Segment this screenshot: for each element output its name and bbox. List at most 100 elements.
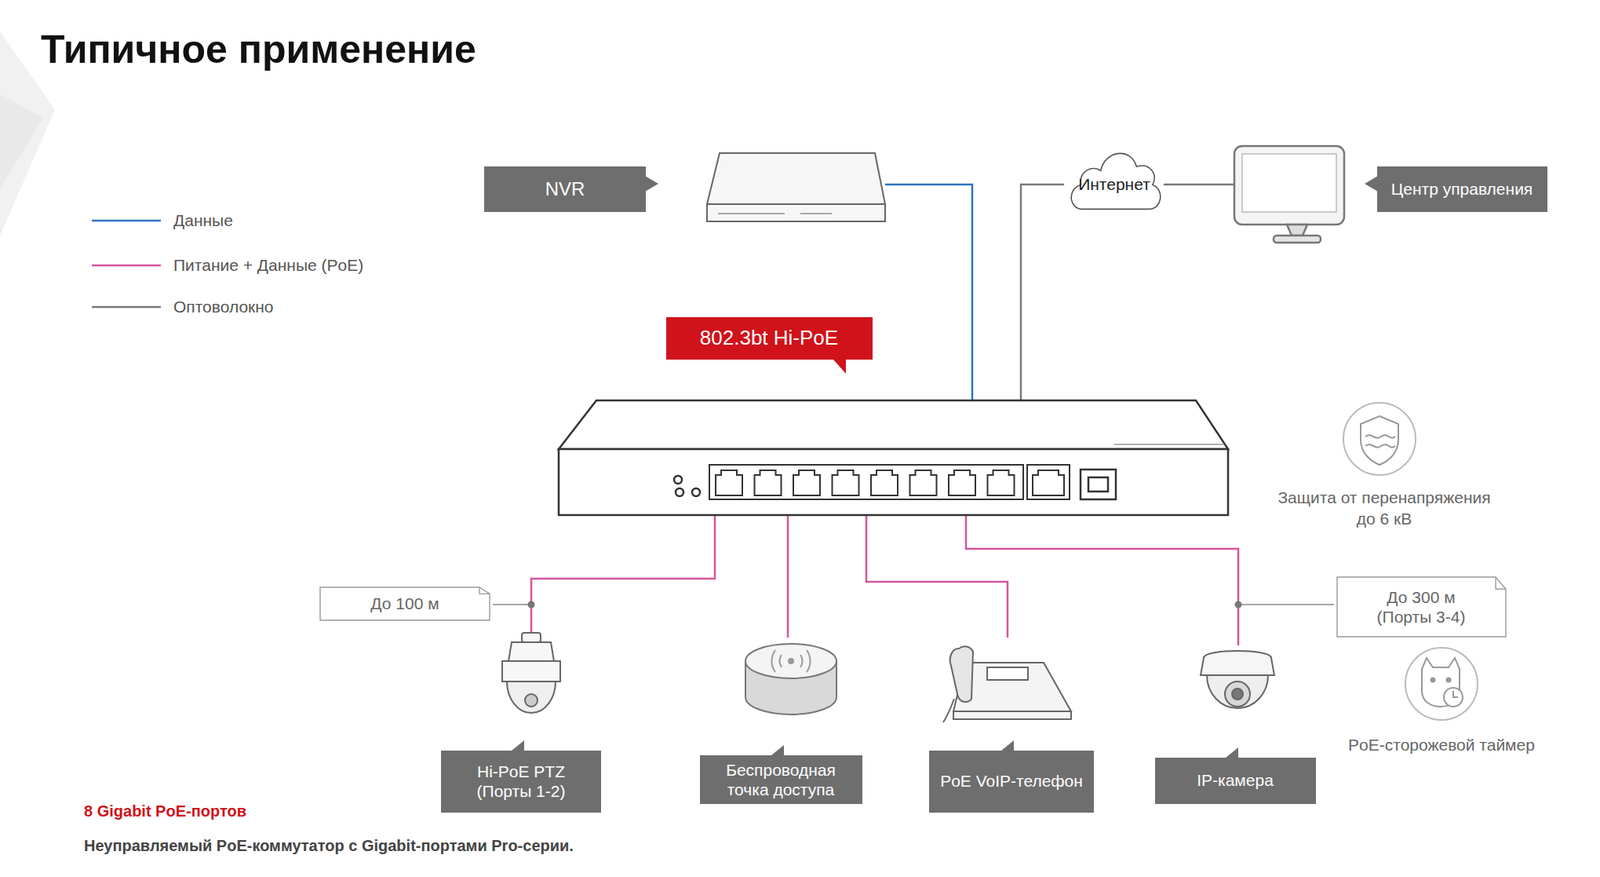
node-text: Беспроводная точка доступа [714, 759, 848, 799]
rj45-port [832, 470, 860, 496]
node-text: До 100 м [370, 593, 439, 613]
watchdog-icon [1443, 687, 1463, 707]
node-text: NVR [545, 178, 586, 201]
access-point [745, 643, 837, 715]
watchdog-icon [1453, 690, 1458, 697]
rj45-port [948, 470, 976, 496]
legend-swatch [91, 306, 161, 309]
note-box: До 100 м [320, 586, 490, 620]
monitor-icon [1234, 145, 1345, 225]
leader-lines [492, 601, 1334, 609]
dome-camera [1200, 650, 1275, 708]
legend-line-sample [91, 254, 161, 277]
wires [531, 184, 1239, 646]
ptz-camera [524, 693, 538, 707]
legend-entry: Данные [91, 209, 234, 232]
legend-swatch [91, 219, 161, 223]
rj45-port [1032, 470, 1065, 496]
legend-text: Данные [173, 211, 234, 230]
node-text: Центр управления [1391, 178, 1533, 199]
poe-switch [674, 475, 682, 484]
voip-phone [987, 666, 1028, 680]
rj45-port [987, 470, 1015, 496]
rj45-port [715, 470, 1065, 496]
monitor-icon [1242, 153, 1337, 212]
nvr-device [707, 153, 886, 205]
ptz-camera [502, 660, 561, 682]
legend-entry: Оптоволокно [91, 295, 274, 318]
legend-entry: Питание + Данные (PoE) [91, 254, 364, 277]
poe-switch [1080, 469, 1116, 500]
poe-switch [558, 400, 1229, 449]
watchdog-icon [1405, 647, 1478, 720]
poe-wire [531, 514, 715, 633]
legend-line-sample [91, 209, 161, 232]
poe-switch [1088, 477, 1108, 492]
monitor-icon [1286, 224, 1308, 236]
voip-phone [943, 698, 955, 722]
access-point [787, 657, 795, 664]
poe-wire [965, 514, 1239, 646]
node-text: Интернет [1078, 174, 1151, 194]
poe-wire [787, 514, 790, 638]
device-label: NVR [484, 166, 646, 212]
dome-camera [1200, 650, 1275, 675]
nvr-device [707, 153, 886, 222]
callout-box: 802.3bt Hi-PoE [666, 317, 873, 360]
rj45-port [754, 470, 782, 496]
monitor-icon [1234, 145, 1345, 243]
dome-camera [1231, 688, 1243, 700]
note-box: До 300 м (Порты 3-4) [1337, 576, 1506, 637]
legend-text: Оптоволокно [173, 297, 274, 317]
legend-swatch [91, 264, 161, 267]
legend-text: Питание + Данные (PoE) [173, 255, 364, 275]
surge-icon [1343, 402, 1416, 475]
poe-switch [1114, 443, 1225, 445]
cloud-node: Интернет [1064, 144, 1165, 212]
feature-caption: PoE-сторожевой таймер [1323, 733, 1560, 755]
note-outline [1495, 576, 1506, 589]
fiber-wire [1020, 184, 1065, 401]
note-outline [1337, 576, 1506, 637]
watchdog-icon [1405, 647, 1478, 720]
note-outline [479, 586, 490, 594]
node-text: До 300 м (Порты 3-4) [1362, 586, 1480, 627]
node-text: Hi-PoE PTZ (Порты 1-2) [462, 761, 580, 801]
poe-switch [558, 448, 1229, 515]
access-point [771, 649, 810, 672]
nvr-device [707, 204, 886, 222]
product-description: Неуправляемый PoE-коммутатор с Gigabit-п… [83, 834, 574, 856]
poe-wire [866, 514, 1008, 638]
dome-camera [1224, 681, 1251, 707]
node-text: IP-камера [1196, 769, 1274, 790]
device-label: Центр управления [1377, 166, 1548, 212]
device-label: Беспроводная точка доступа [699, 754, 863, 804]
product-highlight: 8 Gigabit PoE-портов [83, 800, 247, 821]
surge-icon [1365, 434, 1396, 447]
surge-icon [1343, 402, 1416, 475]
poe-switch [558, 400, 1229, 515]
ptz-camera [502, 632, 561, 713]
voip-phone [953, 710, 1072, 719]
voip-phone [943, 645, 1072, 722]
ptz-camera [508, 641, 554, 661]
nvr-device [717, 212, 785, 215]
voip-phone [950, 645, 974, 702]
diagram-title: Типичное применение [40, 26, 477, 73]
surge-icon [1360, 415, 1399, 465]
legend-line-sample [91, 295, 161, 318]
leader-lines [1238, 603, 1334, 606]
data-wire [885, 184, 973, 401]
leader-lines [492, 603, 532, 606]
node-text: PoE VoIP-телефон [940, 770, 1083, 791]
ptz-camera [521, 632, 541, 642]
node-text: 802.3bt Hi-PoE [699, 325, 839, 350]
fiber-wire [1163, 183, 1235, 186]
note-outline [1337, 576, 1506, 637]
device-label: Hi-PoE PTZ (Порты 1-2) [441, 750, 602, 813]
watchdog-icon [1446, 677, 1451, 682]
rj45-port [871, 470, 898, 496]
access-point [745, 643, 837, 678]
leader-lines [1235, 601, 1243, 609]
